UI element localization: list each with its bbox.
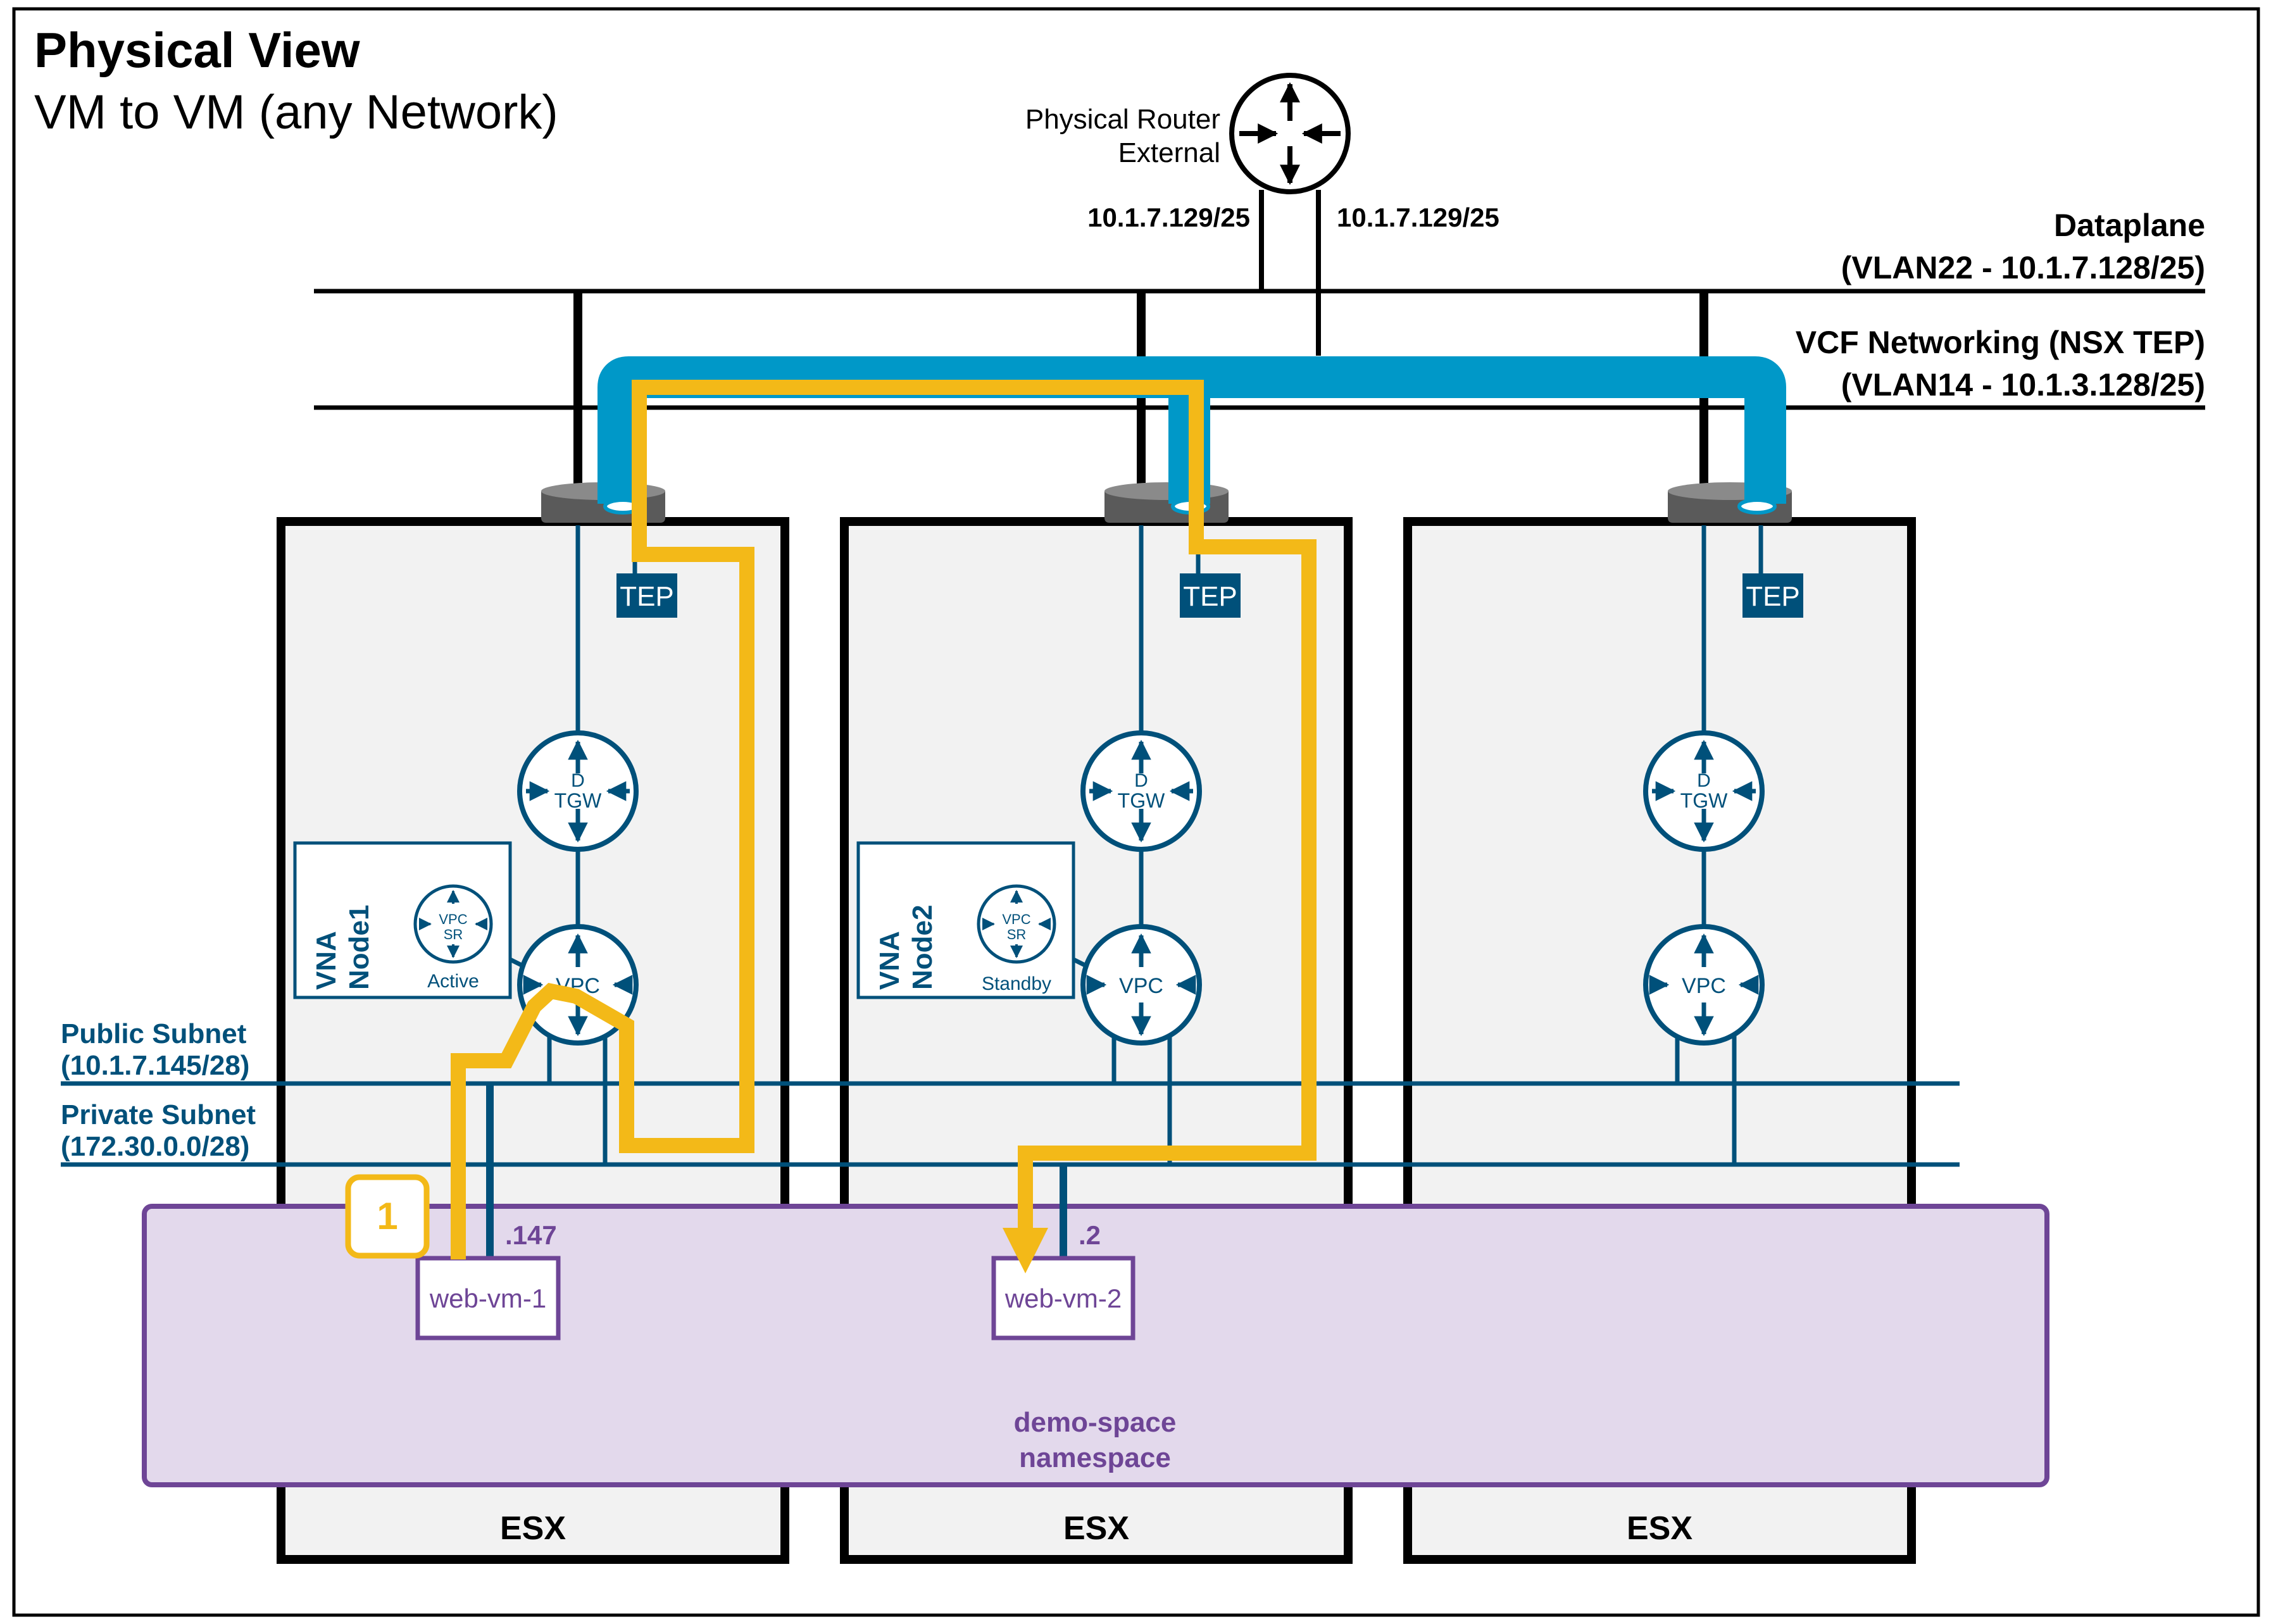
dataplane-label: Dataplane (2054, 208, 2205, 243)
web-vm-1-ip: .147 (505, 1220, 557, 1250)
router-ip-left: 10.1.7.129/25 (1087, 203, 1250, 232)
esx-label-host2: ESX (1063, 1510, 1129, 1547)
vpc-sr-label-top: VPC (439, 911, 467, 927)
step-1-badge: 1 (345, 1174, 430, 1259)
vna-title: VNA (311, 931, 342, 990)
dtgw-label-top: D (571, 770, 585, 791)
tep-label: TEP (1746, 581, 1800, 612)
dtgw-label-top: D (1697, 770, 1711, 791)
vna-node-name: Node2 (907, 905, 938, 990)
vna-state: Active (427, 971, 479, 992)
vpc-sr-label-bottom: SR (1007, 927, 1027, 942)
tep-box-host3: TEP (1742, 573, 1803, 618)
vna-state: Standby (982, 973, 1051, 994)
public-subnet-label: Public Subnet (61, 1018, 247, 1049)
vpc-router-host3: VPC (1646, 927, 1762, 1043)
dtgw-router-host1: D TGW (520, 733, 636, 849)
dtgw-router-host2: D TGW (1083, 733, 1199, 849)
traffic-path-arrowhead (1003, 1228, 1048, 1273)
dataplane-detail: (VLAN22 - 10.1.7.128/25) (1841, 250, 2205, 285)
web-vm-2-ip: .2 (1079, 1220, 1101, 1250)
vpc-sr-label-top: VPC (1002, 911, 1030, 927)
tep-box-host1: TEP (616, 573, 677, 618)
private-subnet-label: Private Subnet (61, 1099, 256, 1130)
page-subtitle: VM to VM (any Network) (34, 85, 558, 139)
dtgw-label-bottom: TGW (554, 789, 602, 812)
router-ip-right: 10.1.7.129/25 (1337, 203, 1499, 232)
physical-router-icon (1229, 73, 1351, 194)
vna-node-name: Node1 (344, 905, 375, 990)
vpc-label: VPC (1119, 974, 1163, 998)
tep-box-host2: TEP (1180, 573, 1241, 618)
web-vm-1[interactable]: web-vm-1 (415, 1256, 561, 1340)
dtgw-label-bottom: TGW (1680, 789, 1728, 812)
tep-label: TEP (1183, 581, 1237, 612)
step-number: 1 (377, 1195, 397, 1237)
vpc-sr-label-bottom: SR (444, 927, 463, 942)
router-label-line2: External (1118, 137, 1220, 168)
page-title: Physical View (34, 22, 360, 78)
web-vm-2[interactable]: web-vm-2 (991, 1256, 1136, 1340)
tep-network-detail: (VLAN14 - 10.1.3.128/25) (1841, 367, 2205, 403)
traffic-path (451, 380, 1317, 1259)
tunnel-port-host3 (1737, 498, 1777, 515)
vm-name: web-vm-1 (429, 1284, 546, 1313)
esx-label-host1: ESX (500, 1510, 566, 1547)
dtgw-label-bottom: TGW (1118, 789, 1165, 812)
namespace-label-line1: demo-space (1014, 1407, 1177, 1438)
namespace-box (142, 1204, 2049, 1487)
vpc-router-host2: VPC (1083, 927, 1199, 1043)
public-subnet-cidr: (10.1.7.145/28) (61, 1050, 249, 1081)
esx-label-host3: ESX (1627, 1510, 1692, 1547)
namespace-label-line2: namespace (1019, 1442, 1171, 1473)
vm-name: web-vm-2 (1004, 1284, 1122, 1313)
dtgw-router-host3: D TGW (1646, 733, 1762, 849)
vna-node2-box: VNA Node2 VPC SR Standby (856, 841, 1075, 999)
tep-label: TEP (620, 581, 674, 612)
tep-network-label: VCF Networking (NSX TEP) (1796, 325, 2205, 360)
vna-title: VNA (874, 931, 905, 990)
private-subnet-cidr: (172.30.0.0/28) (61, 1131, 249, 1162)
geneve-tunnel (597, 356, 1786, 504)
vpc-label: VPC (1682, 974, 1726, 998)
dtgw-label-top: D (1134, 770, 1148, 791)
vna-node1-box: VNA Node1 VPC SR Active (293, 841, 512, 999)
router-label-line1: Physical Router (1025, 104, 1220, 135)
